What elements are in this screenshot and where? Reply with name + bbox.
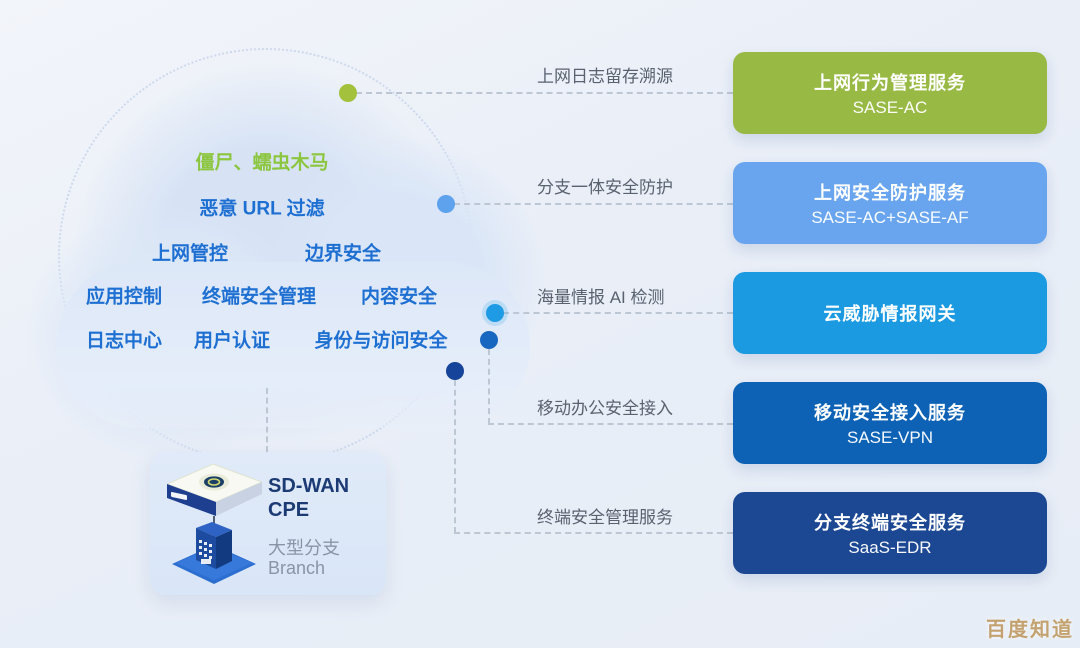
service-box-threat-intel-gateway: 云威胁情报网关 <box>733 272 1047 354</box>
connector-line-4-vertical <box>488 349 490 424</box>
cloud-label-identity-access: 身份与访问安全 <box>314 330 448 352</box>
connection-dot-navy <box>446 362 464 380</box>
sdwan-cpe-device-icon <box>165 463 264 584</box>
branch-card: SD-WAN CPE 大型分支 Branch <box>150 452 386 595</box>
connector-line-5 <box>454 532 733 534</box>
service-subtitle: SASE-AC+SASE-AF <box>811 207 969 227</box>
connector-line-branch <box>266 388 268 452</box>
connector-label-endpoint-service: 终端安全管理服务 <box>537 508 673 527</box>
service-box-saas-edr: 分支终端安全服务 SaaS-EDR <box>733 492 1047 574</box>
cloud-label-access-control: 上网管控 <box>151 243 229 265</box>
connector-line-1 <box>356 92 733 94</box>
connector-label-log-trace: 上网日志留存溯源 <box>537 67 673 86</box>
service-title: 移动安全接入服务 <box>814 402 966 423</box>
cloud-label-log-center: 日志中心 <box>85 330 163 352</box>
cloud-shape <box>56 262 530 428</box>
cloud-label-endpoint-mgmt: 终端安全管理 <box>201 286 317 308</box>
connector-label-branch-protection: 分支一体安全防护 <box>537 178 673 197</box>
cloud-label-threats: 僵尸、蠕虫木马 <box>195 152 329 174</box>
cloud-label-user-auth: 用户认证 <box>193 330 271 352</box>
service-title: 上网安全防护服务 <box>814 182 966 203</box>
device-name-line1: SD-WAN <box>268 475 350 497</box>
device-name-line2: CPE <box>268 499 310 521</box>
cloud-label-perimeter-security: 边界安全 <box>304 243 382 265</box>
service-subtitle: SASE-VPN <box>847 427 933 447</box>
connector-label-ai-detection: 海量情报 AI 检测 <box>537 288 665 307</box>
connection-dot-blue <box>480 331 498 349</box>
connection-dot-cyan <box>486 304 504 322</box>
baidu-zhidao-watermark: 百度知道 <box>986 619 1074 641</box>
service-title: 云威胁情报网关 <box>823 304 957 324</box>
cloud-label-content-security: 内容安全 <box>360 286 438 308</box>
service-subtitle: SASE-AC <box>852 97 928 117</box>
device-name: SD-WAN CPE <box>268 474 349 522</box>
connector-line-2 <box>454 203 733 205</box>
connection-dot-lightblue <box>437 195 455 213</box>
connector-line-5-vertical <box>454 380 456 533</box>
service-box-sase-vpn: 移动安全接入服务 SASE-VPN <box>733 382 1047 464</box>
service-box-sase-ac-af: 上网安全防护服务 SASE-AC+SASE-AF <box>733 162 1047 244</box>
connector-line-3 <box>503 312 733 314</box>
branch-type-zh: 大型分支 <box>268 538 340 558</box>
service-box-sase-ac: 上网行为管理服务 SASE-AC <box>733 52 1047 134</box>
service-title: 分支终端安全服务 <box>814 512 966 533</box>
service-subtitle: SaaS-EDR <box>848 537 932 557</box>
cloud-label-url-filter: 恶意 URL 过滤 <box>199 198 325 220</box>
service-title: 上网行为管理服务 <box>814 72 966 93</box>
connection-dot-green <box>339 84 357 102</box>
connector-label-mobile-access: 移动办公安全接入 <box>537 399 673 418</box>
connector-line-4 <box>488 423 733 425</box>
branch-type-en: Branch <box>268 558 326 578</box>
cloud-label-app-control: 应用控制 <box>85 286 163 308</box>
